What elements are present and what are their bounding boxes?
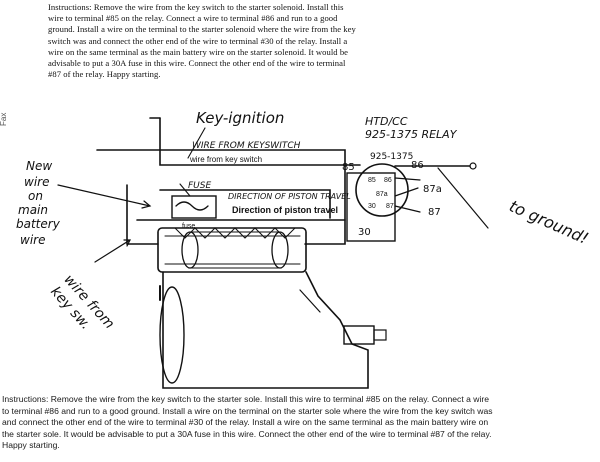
instructions-top: Instructions: Remove the wire from the k… <box>48 2 356 80</box>
label-to-ground: to ground! <box>506 196 591 248</box>
wire-left-drop <box>126 184 159 245</box>
solenoid-body <box>157 227 307 273</box>
relay-part-number: 925-1375 <box>370 152 413 162</box>
arrow-key-ignition <box>187 127 206 159</box>
relay-terminal-30: 30 <box>358 227 371 238</box>
arrow-new-wire <box>57 184 151 207</box>
arrow-fuse <box>179 183 191 197</box>
label-key-ignition: Key-ignition <box>196 109 284 127</box>
relay-pin-30: 30 <box>368 203 376 210</box>
label-direction-hand: DIRECTION OF PISTON TRAVEL <box>228 192 351 201</box>
relay-pin-87a: 87a <box>376 191 388 198</box>
wire-key-switch-to-85 <box>159 117 361 166</box>
starter-nose <box>343 325 375 345</box>
instructions-bottom: Instructions: Remove the wire from the k… <box>2 394 493 450</box>
label-wire-from-key-switch: wire from key switch <box>189 155 262 164</box>
relay-terminal-box <box>346 172 396 242</box>
label-new-wire: New wire on main battery wire <box>16 159 64 247</box>
relay-pin-85: 85 <box>368 177 376 184</box>
starter-motor <box>162 271 369 389</box>
wire-main-battery-long <box>96 149 346 245</box>
label-direction-print: Direction of piston travel <box>232 205 338 215</box>
starter-pinion <box>159 286 185 384</box>
relay-pin-86: 86 <box>384 177 392 184</box>
label-wire-from-keyswitch: WIRE FROM KEYSWITCH <box>192 141 301 151</box>
label-fuse-print: fuse <box>182 223 195 230</box>
relay-terminal-87: 87 <box>428 207 441 218</box>
fuse-symbol <box>171 195 217 219</box>
relay-terminal-85: 85 <box>342 162 355 173</box>
relay-pin-87: 87 <box>386 203 394 210</box>
arrow-to-ground <box>437 167 489 229</box>
relay-terminal-87a: 87a <box>423 184 442 195</box>
relay-body <box>355 163 409 217</box>
wire-to-solenoid <box>159 189 331 219</box>
label-wire-from-key-sw: wire from key sw. <box>47 272 120 348</box>
relay-terminal-86: 86 <box>411 160 424 171</box>
label-fuse: FUSE <box>188 181 211 191</box>
arrow-key-sw <box>94 239 131 263</box>
